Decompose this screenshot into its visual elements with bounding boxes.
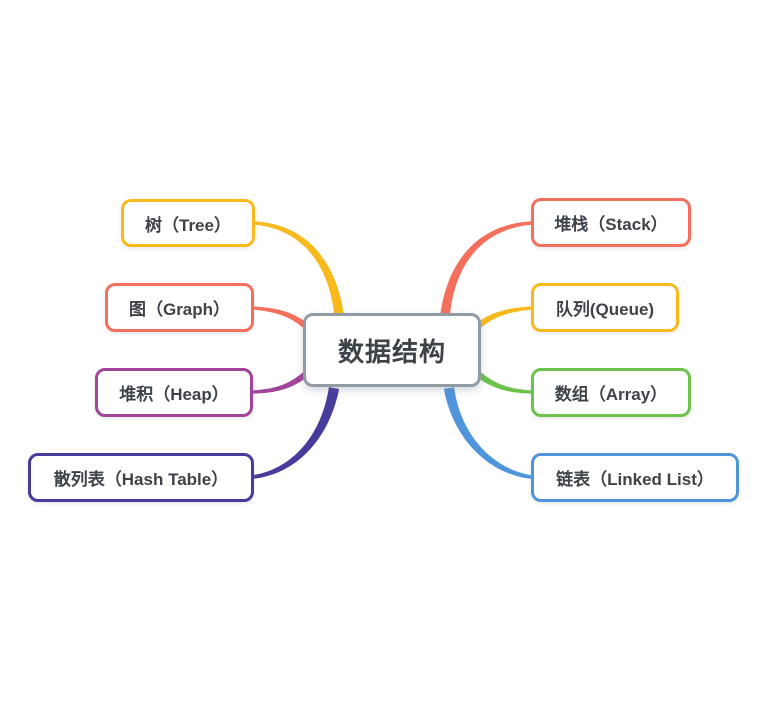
branch-node-array[interactable]: 数组（Array）	[531, 368, 691, 417]
branch-node-label: 堆栈（Stack）	[554, 215, 668, 234]
connector-5	[476, 306, 533, 329]
connector-3	[252, 387, 340, 479]
branch-node-stack[interactable]: 堆栈（Stack）	[531, 198, 691, 247]
branch-node-queue[interactable]: 队列(Queue)	[531, 283, 679, 332]
root-node-data-structure[interactable]: 数据结构	[303, 313, 481, 387]
connector-0	[253, 221, 344, 316]
branch-node-label: 堆积（Heap）	[119, 385, 229, 404]
branch-node-heap[interactable]: 堆积（Heap）	[95, 368, 253, 417]
connector-1	[252, 306, 308, 329]
branch-node-label: 树（Tree）	[145, 215, 231, 235]
root-node-label: 数据结构	[337, 336, 446, 367]
connector-6	[476, 371, 533, 394]
branch-node-label: 散列表（Hash Table）	[53, 470, 229, 489]
branch-node-label: 数组（Array）	[554, 385, 668, 404]
connector-2	[251, 371, 308, 394]
branch-node-tree[interactable]: 树（Tree）	[121, 199, 255, 247]
connector-7	[443, 387, 532, 479]
connector-4	[440, 221, 533, 316]
branch-node-label: 图（Graph）	[128, 300, 231, 319]
branch-node-linked-list[interactable]: 链表（Linked List）	[531, 453, 739, 502]
branch-node-label: 链表（Linked List）	[556, 470, 714, 489]
branch-node-graph[interactable]: 图（Graph）	[105, 283, 254, 332]
branch-node-hash-table[interactable]: 散列表（Hash Table）	[28, 453, 254, 502]
branch-node-label: 队列(Queue)	[555, 300, 655, 319]
